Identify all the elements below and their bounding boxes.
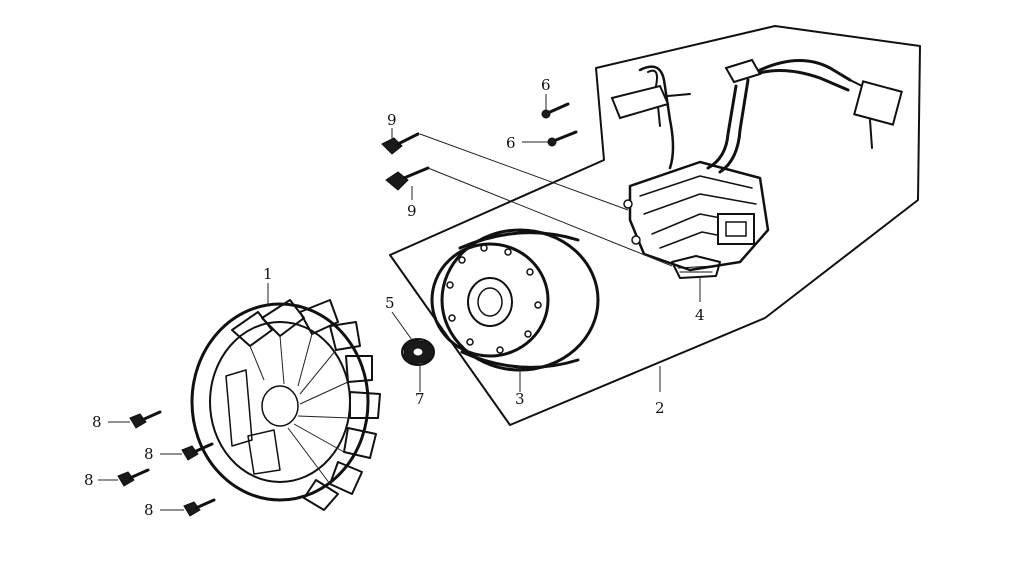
callout-stator-assembly: 2	[655, 399, 665, 417]
bolt-8-b	[181, 442, 214, 461]
callout-bolt-8-a: 8	[92, 413, 102, 431]
callout-washer: 5	[385, 294, 395, 312]
callout-screw-6-top: 6	[541, 76, 551, 94]
assembly-outline	[389, 25, 921, 426]
bolt-8-c	[117, 468, 150, 487]
callout-bolt-8-c: 8	[84, 471, 94, 489]
screw-9-top-projection	[419, 133, 629, 211]
screw-9-top	[381, 132, 420, 155]
screw-9-bottom	[385, 166, 430, 191]
bolt-8-a	[129, 410, 162, 429]
cooling-fan	[190, 299, 381, 511]
callout-nut: 7	[415, 390, 425, 408]
callout-flywheel: 3	[515, 390, 525, 408]
screw-6-mid	[547, 130, 578, 147]
callout-fan: 1	[263, 265, 273, 283]
callout-bolt-8-d: 8	[144, 501, 154, 519]
bolt-8-d	[183, 498, 216, 517]
callout-bolt-8-b: 8	[144, 445, 154, 463]
callout-screw-9-bottom: 9	[407, 202, 417, 220]
screw-9-bottom-projection	[427, 167, 673, 267]
washer-and-nut	[401, 338, 435, 366]
washer-leader	[391, 311, 413, 341]
callout-screw-6-mid: 6	[506, 134, 516, 152]
stator-coil	[610, 58, 903, 279]
callout-screw-9-top: 9	[387, 111, 397, 129]
callout-pickup-coil: 4	[695, 306, 705, 324]
